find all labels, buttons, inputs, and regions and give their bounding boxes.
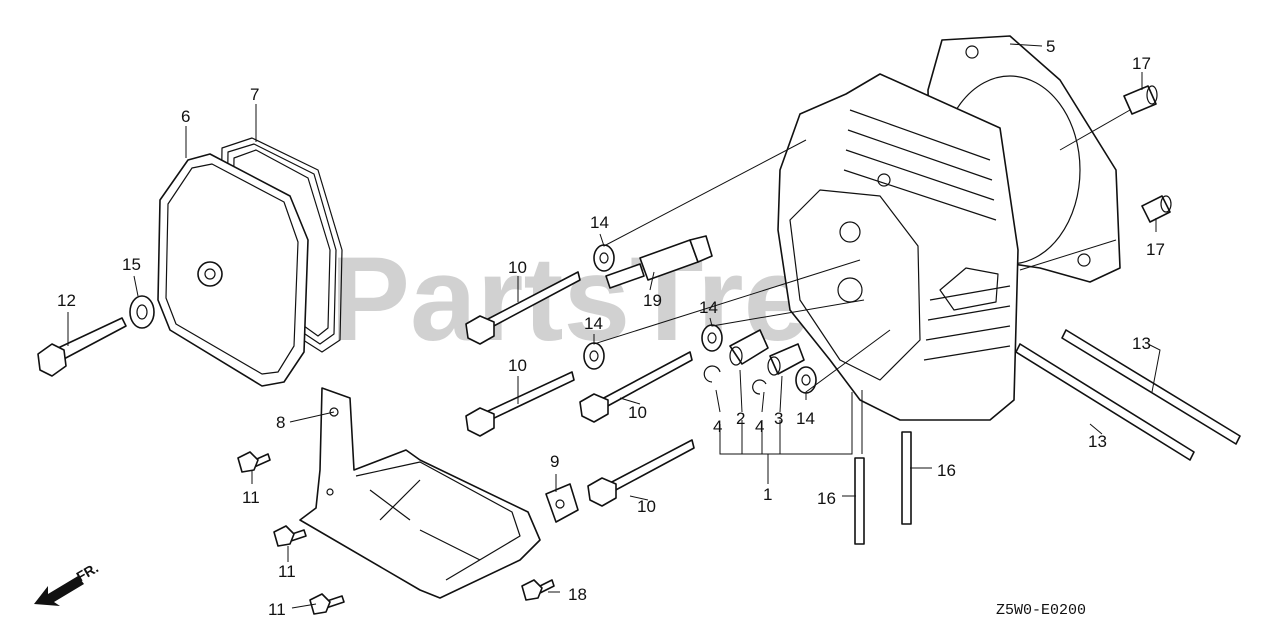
callout-6: 6 xyxy=(181,107,190,126)
callout-16-a: 16 xyxy=(937,461,956,480)
callout-5: 5 xyxy=(1046,37,1055,56)
callout-14-a: 14 xyxy=(590,213,609,232)
callout-3: 3 xyxy=(774,409,783,428)
head-bolt-b[interactable] xyxy=(465,371,575,437)
head-bolt-c[interactable] xyxy=(579,351,693,423)
callout-10-b: 10 xyxy=(508,356,527,375)
small-bracket[interactable] xyxy=(545,483,579,523)
flange-bolt-b[interactable] xyxy=(273,525,307,547)
callout-10-d: 10 xyxy=(637,497,656,516)
flange-bolt-a[interactable] xyxy=(237,451,271,473)
callout-10-c: 10 xyxy=(628,403,647,422)
flange-bolt-c[interactable] xyxy=(309,593,345,615)
spark-plug[interactable] xyxy=(605,235,713,289)
callout-1: 1 xyxy=(763,485,772,504)
dowel-pin-a[interactable] xyxy=(1123,85,1158,115)
callout-11-a: 11 xyxy=(242,488,260,507)
callout-13-a: 13 xyxy=(1132,334,1151,353)
callout-17-b: 17 xyxy=(1146,240,1165,259)
front-direction-arrow: FR. xyxy=(34,559,101,606)
bracket-bolt[interactable] xyxy=(521,579,555,601)
washer-b[interactable] xyxy=(583,342,605,370)
leader-lines xyxy=(67,43,1161,609)
callout-11-c: 11 xyxy=(268,600,286,619)
valve-guide-ex[interactable] xyxy=(729,329,769,366)
callout-13-b: 13 xyxy=(1088,432,1107,451)
callout-12: 12 xyxy=(57,291,76,310)
head-cover[interactable] xyxy=(157,153,309,387)
cover-bracket[interactable] xyxy=(299,387,541,599)
stud-bolt-a[interactable] xyxy=(1061,329,1241,445)
stud-a[interactable] xyxy=(854,457,865,545)
head-bolt-a[interactable] xyxy=(465,271,581,345)
diagram-code: Z5W0-E0200 xyxy=(996,602,1086,619)
callout-18: 18 xyxy=(568,585,587,604)
callout-2: 2 xyxy=(736,409,745,428)
washer-c[interactable] xyxy=(701,324,723,352)
callout-4-left: 4 xyxy=(713,417,722,436)
valve-guide-in[interactable] xyxy=(767,343,805,376)
guide-clip-b[interactable] xyxy=(752,379,767,395)
callout-14-b: 14 xyxy=(584,314,603,333)
callout-15: 15 xyxy=(122,255,141,274)
washer-a[interactable] xyxy=(593,244,615,272)
callout-11-b: 11 xyxy=(278,562,296,581)
callout-4-mid: 4 xyxy=(755,417,764,436)
callout-14-c: 14 xyxy=(699,298,718,317)
callout-9: 9 xyxy=(550,452,559,471)
callout-16-b: 16 xyxy=(817,489,836,508)
head-bolt-d[interactable] xyxy=(587,439,695,507)
callout-19: 19 xyxy=(643,291,662,310)
stud-bolt-b[interactable] xyxy=(1015,343,1195,461)
head-cover-bolt[interactable] xyxy=(37,317,127,377)
callout-10-a: 10 xyxy=(508,258,527,277)
callout-7: 7 xyxy=(250,85,259,104)
head-cover-washer[interactable] xyxy=(129,295,155,329)
dowel-pin-b[interactable] xyxy=(1141,195,1172,223)
callout-17-a: 17 xyxy=(1132,54,1151,73)
callout-8: 8 xyxy=(276,413,285,432)
callouts: 1 2 3 4 4 4 5 6 7 8 9 10 10 10 10 11 11 … xyxy=(57,37,1165,619)
stud-b[interactable] xyxy=(901,431,912,525)
guide-clip-a[interactable] xyxy=(703,365,721,383)
cylinder-head[interactable] xyxy=(777,73,1019,421)
callout-14-d: 14 xyxy=(796,409,815,428)
washer-d[interactable] xyxy=(795,366,817,394)
